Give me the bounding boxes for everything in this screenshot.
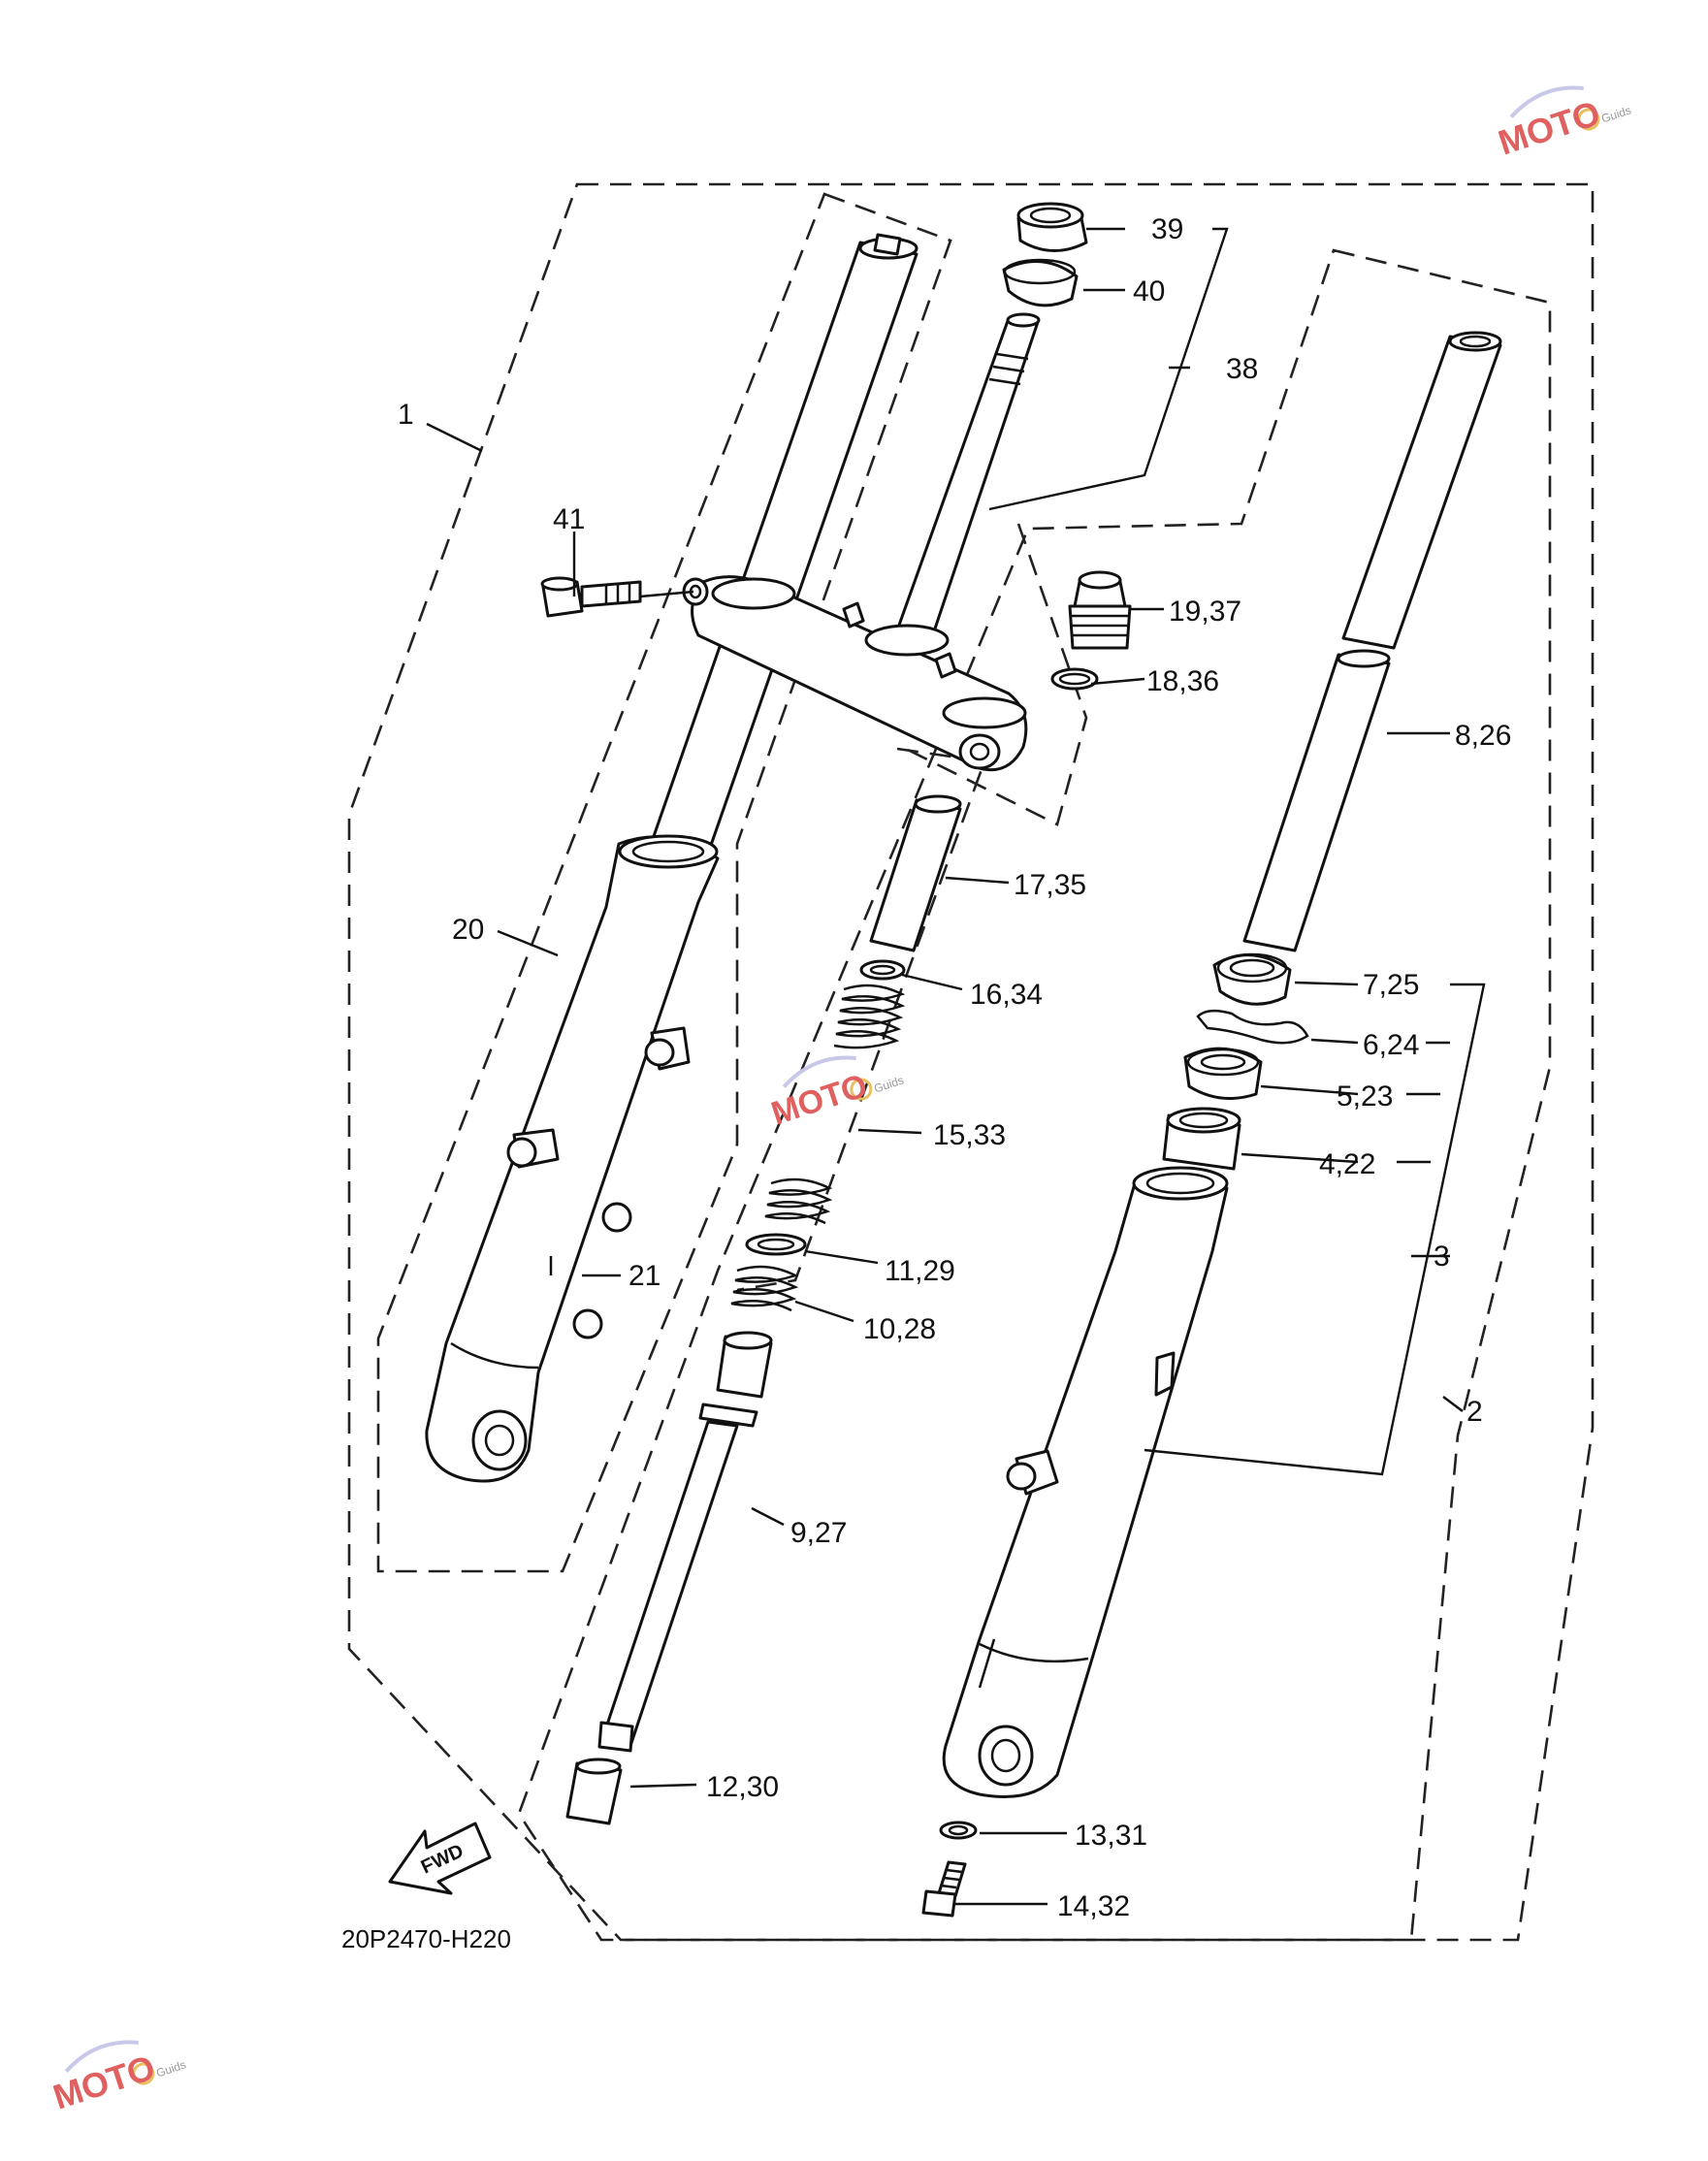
outer-tube-left: [425, 834, 720, 1483]
spacer-17-35: [869, 794, 962, 952]
spring-15-33-lower: [764, 1177, 833, 1225]
callout-16-34: 16,34: [970, 979, 1043, 1011]
group-outline-inner-left: [376, 192, 952, 1573]
callout-12-30: 12,30: [706, 1771, 779, 1803]
callout-3: 3: [1434, 1241, 1450, 1273]
watermark-logo-bottom: MOTO Guids: [48, 2040, 187, 2117]
watermark-logo-middle: MOTO Guids: [767, 1055, 905, 1133]
bolt-41: [540, 576, 642, 618]
washer-16-34: [859, 959, 906, 981]
o-ring-18-36: [1050, 667, 1099, 691]
callout-20: 20: [452, 914, 484, 946]
watermark-text-middle: MOTO: [767, 1067, 872, 1132]
callout-15-33: 15,33: [933, 1119, 1006, 1151]
callout-4-22: 4,22: [1319, 1148, 1375, 1180]
callout-17-35: 17,35: [1014, 869, 1086, 901]
fwd-arrow: FWD: [388, 1822, 492, 1895]
group-outline-2: [517, 248, 1552, 1942]
spring-15-33-upper: [833, 984, 906, 1049]
cap-nut-39: [1016, 202, 1088, 252]
callout-7-25: 7,25: [1363, 969, 1419, 1001]
gasket-13-31: [939, 1821, 978, 1840]
watermark-sub-middle: Guids: [872, 1073, 905, 1095]
outer-tube-right: [942, 1166, 1229, 1798]
callout-5-23: 5,23: [1337, 1080, 1393, 1113]
leader-lines: [426, 227, 1486, 1906]
callout-1: 1: [398, 399, 414, 431]
callout-6-24: 6,24: [1363, 1029, 1419, 1061]
watermark-logo-top: MOTO Guids: [1494, 85, 1632, 163]
inner-tube-left: [650, 233, 918, 855]
watermark-text-bottom: MOTO: [48, 2047, 160, 2116]
retaining-clip-6-24: [1196, 1009, 1309, 1045]
callout-10-28: 10,28: [863, 1313, 936, 1345]
watermark-text-top: MOTO: [1494, 92, 1605, 162]
dust-seal-7-25: [1212, 952, 1292, 1006]
guide-bushing-4-22: [1162, 1107, 1241, 1171]
under-bracket: [682, 575, 1028, 772]
callout-14-32: 14,32: [1057, 1890, 1130, 1922]
callout-40: 40: [1133, 275, 1165, 307]
callout-11-29: 11,29: [885, 1255, 955, 1287]
diagram-code: 20P2470-H220: [341, 1924, 511, 1953]
callout-39: 39: [1151, 213, 1183, 245]
damper-rod-9-27: [597, 1331, 773, 1753]
callout-19-37: 19,37: [1169, 596, 1241, 628]
watermark-sub-top: Guids: [1599, 103, 1632, 125]
callout-8-26: 8,26: [1455, 720, 1511, 752]
ring-nut-40: [1002, 258, 1079, 307]
steering-stem-38: [895, 312, 1041, 642]
watermark-sub-bottom: Guids: [154, 2057, 187, 2080]
oil-lock-piece-12-30: [565, 1758, 623, 1825]
washer-11-29: [745, 1233, 807, 1256]
cap-bolt-19-37: [1068, 570, 1132, 650]
oil-seal-5-23: [1183, 1047, 1263, 1100]
callout-2: 2: [1466, 1396, 1483, 1428]
group-outline-top-bracket: [901, 523, 1088, 826]
callout-18-36: 18,36: [1146, 665, 1219, 697]
inner-tube-lower: [1242, 649, 1391, 952]
group-outline-1: [347, 182, 1595, 1942]
bolt-14-32: [921, 1860, 967, 1918]
callout-21: 21: [628, 1260, 661, 1292]
callout-9-27: 9,27: [790, 1517, 847, 1549]
rebound-spring-10-28: [730, 1265, 799, 1312]
inner-tube-upper: [1341, 331, 1502, 650]
callout-13-31: 13,31: [1075, 1820, 1147, 1852]
callout-41: 41: [553, 503, 585, 535]
callout-38: 38: [1226, 353, 1258, 385]
